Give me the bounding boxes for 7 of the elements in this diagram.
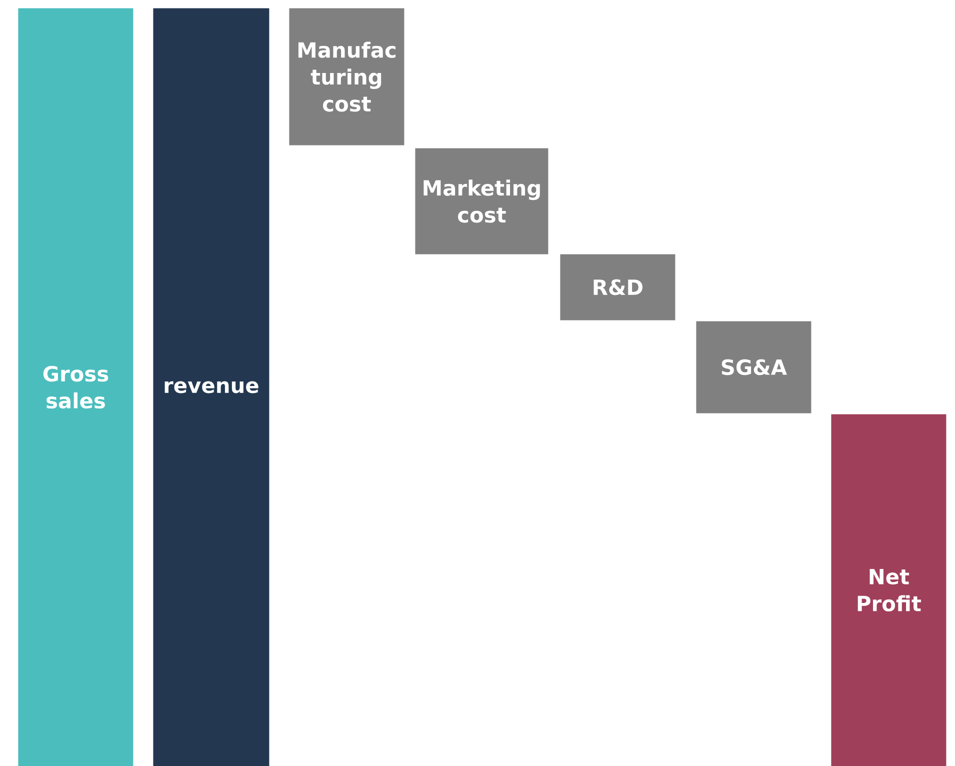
total-bar: revenue	[153, 8, 270, 766]
cost-bar: Manufac turing cost	[289, 8, 404, 146]
cost-bar: R&D	[560, 254, 676, 320]
total-bar: Gross sales	[18, 8, 134, 766]
cost-bar: Marketing cost	[415, 148, 548, 254]
cost-bar: SG&A	[696, 321, 812, 414]
total-bar: Net Profit	[831, 414, 946, 766]
